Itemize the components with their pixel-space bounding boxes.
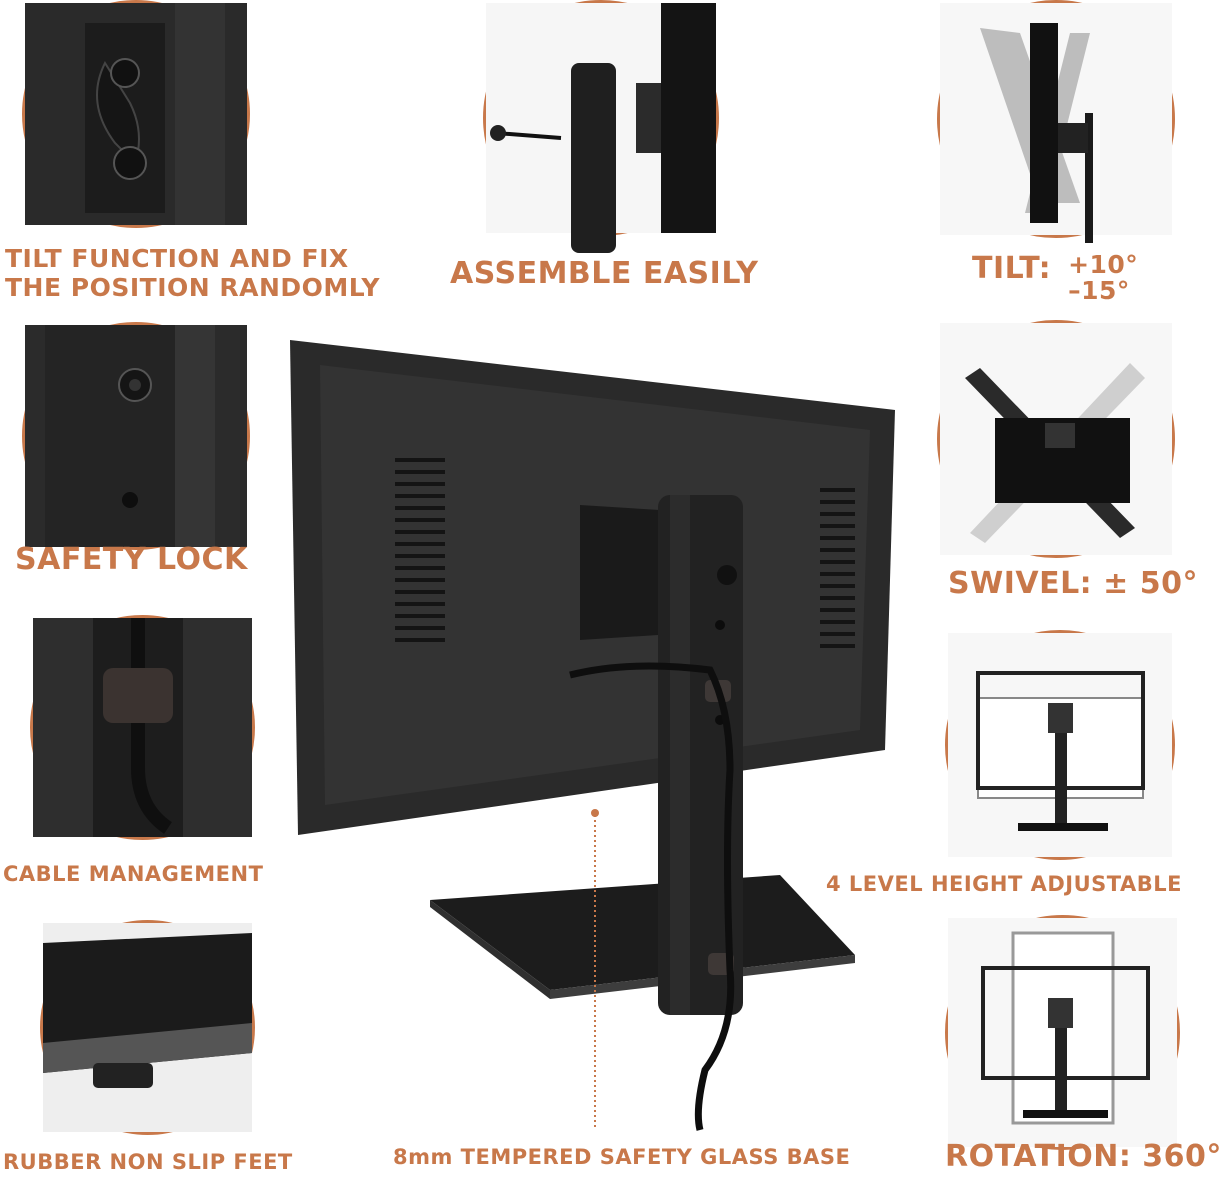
glass-base-label: 8mm TEMPERED SAFETY GLASS BASE	[393, 1145, 851, 1169]
monitor-product-image	[280, 335, 910, 1165]
tilt-minus: –15°	[1068, 276, 1130, 306]
rubber-feet-closeup	[40, 920, 255, 1135]
cable-management-closeup	[30, 615, 255, 840]
cable-management-label: CABLE MANAGEMENT	[3, 862, 264, 886]
rotation-diagram	[945, 915, 1180, 1150]
tilt-fix-line1: TILT FUNCTION AND FIX	[5, 244, 349, 273]
assemble-label: ASSEMBLE EASILY	[450, 256, 759, 291]
swivel-diagram	[937, 320, 1175, 558]
tilt-prefix: TILT:	[972, 251, 1052, 286]
tilt-fix-label: TILT FUNCTION AND FIX THE POSITION RANDO…	[5, 244, 380, 303]
rotation-label: ROTATION: 360°	[945, 1139, 1222, 1174]
rubber-feet-label: RUBBER NON SLIP FEET	[3, 1150, 293, 1174]
tilt-diagram	[937, 0, 1175, 243]
assembly-closeup	[483, 0, 719, 253]
tilt-fix-line2: THE POSITION RANDOMLY	[5, 272, 380, 302]
safety-lock-label: SAFETY LOCK	[15, 542, 248, 577]
height-label: 4 LEVEL HEIGHT ADJUSTABLE	[826, 872, 1182, 896]
tilt-label: TILT: +10° –15°	[972, 250, 1139, 306]
swivel-label: SWIVEL: ± 50°	[948, 566, 1198, 601]
height-diagram	[945, 630, 1175, 860]
tilt-plus: +10°	[1068, 250, 1139, 279]
tilt-knob-closeup	[22, 0, 250, 228]
safety-lock-closeup	[22, 322, 250, 550]
